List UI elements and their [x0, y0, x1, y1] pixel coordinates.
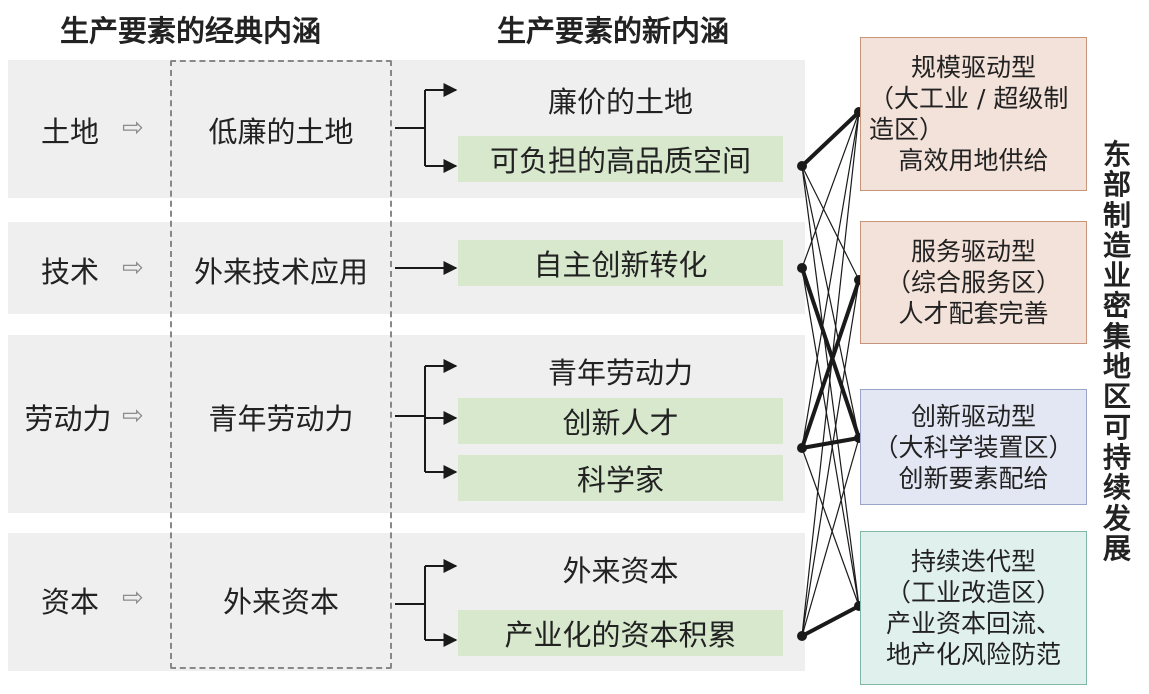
type-box-line: 规模驱动型 [910, 53, 1036, 82]
type-box-line: （大工业 / 超级制 [869, 84, 1069, 113]
type-box-line: 持续迭代型 [910, 547, 1036, 576]
bracket-capital [395, 566, 426, 640]
factor-name-land: 土地 [40, 115, 99, 149]
classic-land: 低廉的土地 [208, 115, 354, 149]
classic-tech: 外来技术应用 [193, 255, 368, 289]
new-header: 生产要素的新内涵 [497, 14, 730, 48]
highlight-box [458, 455, 783, 501]
classic-column-frame [170, 60, 392, 669]
new-labor-young: 青年劳动力 [547, 356, 693, 390]
hollow-arrow-icon: ⇨ [122, 401, 144, 431]
hollow-arrow-icon: ⇨ [122, 583, 144, 613]
new-capital-external: 外来资本 [562, 554, 679, 588]
type-box-innovation: 创新驱动型 （大科学装置区） 创新要素配给 [860, 389, 1087, 505]
type-box-service: 服务驱动型 （综合服务区） 人才配套完善 [860, 221, 1087, 344]
type-box-line: （大科学装置区） [873, 432, 1074, 462]
type-box-line: 地产化风险防范 [885, 640, 1061, 669]
new-land-cheap: 廉价的土地 [547, 85, 693, 119]
type-box-line: 人才配套完善 [898, 299, 1049, 328]
factor-name-capital: 资本 [40, 585, 99, 619]
highlight-box [458, 610, 783, 656]
type-box-line: 创新要素配给 [898, 463, 1049, 493]
type-box-iteration: 持续迭代型 （工业改造区） 产业资本回流、 地产化风险防范 [860, 531, 1087, 685]
vertical-title: 东部制造业密集地区可持续发展 [1102, 138, 1131, 565]
new-land-quality-space: 可负担的高品质空间 [489, 144, 751, 178]
type-box-line: 造区） [869, 115, 945, 144]
hollow-arrow-icon: ⇨ [122, 113, 144, 143]
type-box-line: 产业资本回流、 [885, 609, 1061, 638]
classic-header: 生产要素的经典内涵 [60, 14, 322, 48]
type-box-line: 高效用地供给 [898, 146, 1049, 175]
bracket-arrow-land [395, 89, 456, 166]
factor-name-labor: 劳动力 [24, 402, 112, 436]
highlight-box [458, 136, 783, 182]
factor-name-tech: 技术 [40, 255, 99, 289]
type-box-line: 服务驱动型 [910, 237, 1036, 266]
type-box-scale: 规模驱动型 （大工业 / 超级制 造区） 高效用地供给 [860, 37, 1087, 191]
hollow-arrow-icon: ⇨ [122, 253, 144, 283]
type-box-line: 创新驱动型 [910, 401, 1036, 431]
new-labor-talent: 创新人才 [562, 406, 679, 440]
type-box-line: （综合服务区） [885, 268, 1061, 297]
new-capital-accumulation: 产业化的资本积累 [504, 618, 737, 652]
new-labor-scientist: 科学家 [576, 463, 664, 497]
classic-capital: 外来资本 [222, 585, 339, 619]
bracket-labor [395, 366, 426, 472]
classic-labor: 青年劳动力 [208, 402, 354, 436]
new-tech-innovation: 自主创新转化 [533, 248, 708, 282]
highlight-box [458, 240, 783, 286]
highlight-box [458, 398, 783, 444]
type-box-line: （工业改造区） [885, 578, 1061, 607]
